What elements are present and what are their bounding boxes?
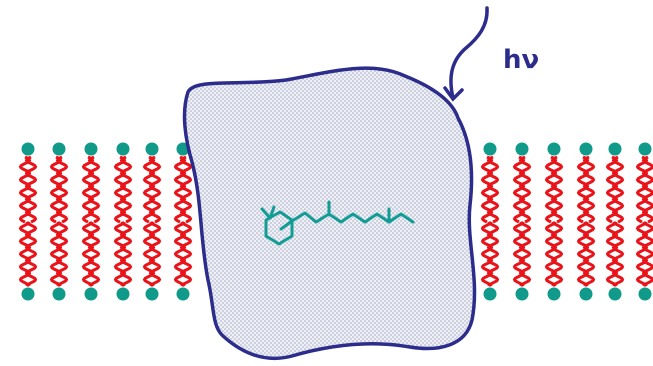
lipid-tail [119, 155, 133, 224]
lipid-head [176, 287, 190, 301]
lipid-tail [148, 221, 162, 287]
lipid-tail [55, 221, 69, 287]
lipid-head [638, 142, 652, 156]
lipid-head [116, 142, 130, 156]
lipid-head [84, 287, 98, 301]
lipid-tail [148, 155, 162, 224]
lipid-head [145, 142, 159, 156]
lipid-head [547, 142, 561, 156]
lipid-tail [24, 155, 38, 224]
lipid-head [579, 142, 593, 156]
lipid-tail [179, 155, 193, 224]
lipid-tail [24, 221, 38, 287]
lipid-tail [486, 221, 500, 287]
lipid-head [21, 142, 35, 156]
lipid-tail [611, 155, 625, 224]
lipid-tail [55, 155, 69, 224]
lipid-molecule [113, 142, 133, 301]
lipid-head [21, 287, 35, 301]
retinal-molecule [260, 200, 415, 246]
lipid-head [515, 142, 529, 156]
lipid-tail [582, 155, 596, 224]
lipid-molecule [635, 142, 653, 301]
light-arrow [443, 6, 489, 102]
lipid-molecule [605, 142, 625, 301]
lipid-tail [611, 221, 625, 287]
lipid-tail [518, 155, 532, 224]
lipid-head [515, 287, 529, 301]
lipid-molecule [544, 142, 564, 301]
lipid-molecule [480, 142, 500, 301]
lipid-bilayer [18, 142, 653, 301]
lipid-head [579, 287, 593, 301]
lipid-molecule [81, 142, 101, 301]
lipid-tail [87, 155, 101, 224]
lipid-molecule [173, 142, 193, 301]
lipid-head [483, 287, 497, 301]
photon-energy-label: hν [503, 45, 539, 75]
lipid-tail [87, 221, 101, 287]
lipid-head [547, 287, 561, 301]
lipid-head [52, 287, 66, 301]
lipid-head [116, 287, 130, 301]
lipid-tail [550, 155, 564, 224]
lipid-tail [641, 221, 653, 287]
lipid-head [608, 142, 622, 156]
lipid-molecule [142, 142, 162, 301]
lipid-tail [179, 221, 193, 287]
lipid-tail [550, 221, 564, 287]
lipid-tail [582, 221, 596, 287]
lipid-tail [518, 221, 532, 287]
lipid-tail [641, 155, 653, 224]
lipid-head [483, 142, 497, 156]
lipid-molecule [49, 142, 69, 301]
lipid-tail [486, 155, 500, 224]
lipid-head [608, 287, 622, 301]
lipid-head [84, 142, 98, 156]
lipid-tail [119, 221, 133, 287]
lipid-molecule [18, 142, 38, 301]
lipid-molecule [576, 142, 596, 301]
lipid-molecule [512, 142, 532, 301]
lipid-head [52, 142, 66, 156]
lipid-head [145, 287, 159, 301]
lipid-head [638, 287, 652, 301]
